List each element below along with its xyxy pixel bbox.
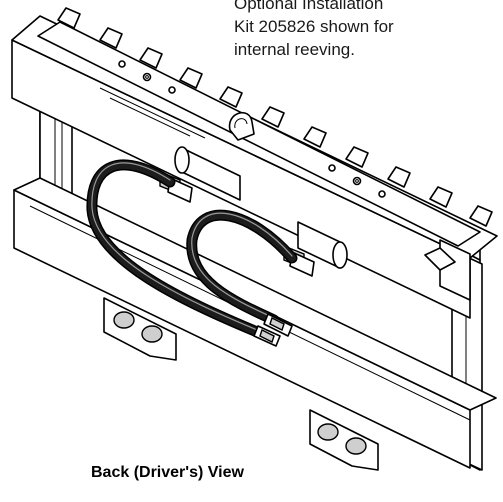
- cylinder-left: [159, 146, 241, 203]
- top-teeth: [57, 7, 493, 227]
- bottom-hook-right: [309, 409, 379, 471]
- hose-fittings: [253, 313, 293, 347]
- cylinder-right: [283, 221, 348, 277]
- note-line-2: Kit 205826 shown for: [234, 17, 394, 36]
- note-line-3: internal reeving.: [234, 40, 355, 59]
- bottom-hook-left: [103, 297, 177, 361]
- note-line-1: Optional Installation: [234, 0, 384, 13]
- view-caption: Back (Driver's) View: [91, 464, 244, 481]
- installation-kit-note: Optional Installation Kit 205826 shown f…: [234, 0, 494, 61]
- hydraulic-hose-outer: [86, 159, 268, 340]
- upper-carriage-bar: [11, 7, 498, 319]
- hydraulic-hose-inner: [186, 209, 298, 326]
